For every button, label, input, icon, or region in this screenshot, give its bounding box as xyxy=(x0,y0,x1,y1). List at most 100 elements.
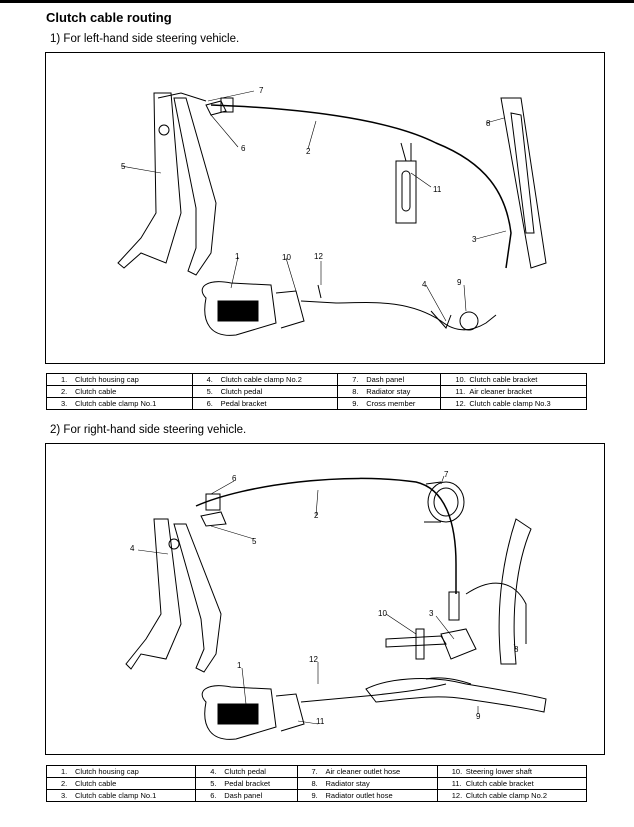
legend-label: Dash panel xyxy=(366,375,405,384)
callout-5: 5 xyxy=(252,537,257,546)
legend-label: Clutch cable clamp No.2 xyxy=(220,375,302,384)
legend-cell: 9. Cross member xyxy=(337,397,442,410)
legend-cell: 1. Clutch housing cap xyxy=(45,765,197,778)
clutch-cable-drawing xyxy=(195,477,457,594)
callout-10: 10 xyxy=(378,609,387,618)
radiator-outlet-hose-drawing xyxy=(365,678,547,713)
legend-cell: 5. Clutch pedal xyxy=(191,385,339,398)
callout-6: 6 xyxy=(241,144,246,153)
radiator-stay-drawing xyxy=(500,97,547,269)
legend-number: 8. xyxy=(311,779,318,788)
legend-number: 2. xyxy=(61,387,68,396)
legend-row: 1. Clutch housing cap 4. Clutch cable clamp… xyxy=(46,373,587,386)
legend-label: Clutch cable clamp No.2 xyxy=(465,791,548,800)
clutch-pedal-drawing xyxy=(117,92,182,269)
legend-label: Clutch housing cap xyxy=(75,767,139,776)
legend-row: 1. Clutch housing cap 4.Clutch pedal 7. Air … xyxy=(45,765,588,778)
steering-lower-shaft-drawing xyxy=(385,635,447,648)
callout-4: 4 xyxy=(130,544,135,553)
callout-4: 4 xyxy=(422,280,427,289)
legend-number: 6. xyxy=(206,399,213,408)
legend-label: Radiator stay xyxy=(325,779,370,788)
callout-2: 2 xyxy=(314,511,319,520)
legend-number: 3. xyxy=(61,791,68,800)
legend-number: 9. xyxy=(352,399,359,408)
callout-9: 9 xyxy=(476,712,481,721)
legend-table-rhd: 1. Clutch housing cap 4.Clutch pedal 7. Air … xyxy=(45,765,588,802)
callout-6: 6 xyxy=(232,474,237,483)
figure-rhd-routing: 6 7 2 5 4 10 3 8 12 1 11 9 xyxy=(45,443,605,755)
legend-number: 1. xyxy=(61,767,68,776)
legend-label: Air cleaner bracket xyxy=(469,387,532,396)
legend-cell: 12.Clutch cable clamp No.2 xyxy=(436,789,588,802)
legend-cell: 10.Clutch cable bracket xyxy=(440,373,587,386)
section2-subtitle: 2) For right-hand side steering vehicle. xyxy=(50,424,247,436)
legend-row: 3.Clutch cable clamp No.1 6. Pedal bracket… xyxy=(46,397,587,410)
page-top-rule xyxy=(0,0,634,3)
legend-label: Air cleaner outlet hose xyxy=(325,767,401,776)
legend-number: 7. xyxy=(311,767,318,776)
callout-7: 7 xyxy=(444,470,449,479)
callout-11: 11 xyxy=(316,717,325,726)
legend-number: 1. xyxy=(61,375,68,384)
callout-7: 7 xyxy=(259,86,264,95)
legend-number: 10. xyxy=(455,375,466,384)
legend-cell: 8.Radiator stay xyxy=(337,385,442,398)
legend-label: Clutch cable clamp No.1 xyxy=(75,399,157,408)
legend-cell: 11.Air cleaner bracket xyxy=(440,385,587,398)
brake-pedal-drawing xyxy=(173,97,217,276)
legend-cell: 7. Air cleaner outlet hose xyxy=(296,765,438,778)
legend-label: Pedal bracket xyxy=(220,399,267,408)
callout-5: 5 xyxy=(121,162,126,171)
legend-number: 8. xyxy=(352,387,359,396)
legend-number: 10. xyxy=(451,767,463,776)
legend-number: 5. xyxy=(206,387,213,396)
callout-11: 11 xyxy=(433,185,442,194)
callout-12: 12 xyxy=(309,655,318,664)
air-cleaner-bracket-drawing xyxy=(395,160,417,224)
legend-number: 7. xyxy=(352,375,359,384)
legend-cell: 4. Clutch cable clamp No.2 xyxy=(191,373,339,386)
legend-label: Clutch housing cap xyxy=(75,375,139,384)
figure-lhd-routing: 7 6 5 2 8 11 3 1 10 12 9 4 xyxy=(45,52,605,364)
clutch-housing-drawing xyxy=(201,685,277,740)
page-title: Clutch cable routing xyxy=(46,10,172,25)
callout-8: 8 xyxy=(486,119,491,128)
legend-cell: 2.Clutch cable xyxy=(46,385,193,398)
legend-number: 12. xyxy=(455,399,466,408)
legend-label: Clutch cable xyxy=(75,779,117,788)
clutch-pedal-drawing xyxy=(125,518,182,670)
legend-cell: 4.Clutch pedal xyxy=(195,765,298,778)
legend-label: Cross member xyxy=(366,399,416,408)
callout-9: 9 xyxy=(457,278,462,287)
legend-number: 5. xyxy=(210,779,217,788)
callout-2: 2 xyxy=(306,147,311,156)
clutch-housing-drawing xyxy=(201,281,277,336)
legend-label: Dash panel xyxy=(224,791,263,800)
callout-12: 12 xyxy=(314,252,323,261)
callout-1: 1 xyxy=(237,661,242,670)
legend-label: Clutch pedal xyxy=(224,767,266,776)
legend-cell: 6. Pedal bracket xyxy=(191,397,339,410)
legend-cell: 3.Clutch cable clamp No.1 xyxy=(45,789,197,802)
legend-row: 2.Clutch cable 5. Clutch pedal 8.Radiator s… xyxy=(46,385,587,398)
legend-cell: 3.Clutch cable clamp No.1 xyxy=(46,397,193,410)
legend-number: 2. xyxy=(61,779,68,788)
legend-cell: 7. Dash panel xyxy=(337,373,442,386)
legend-number: 11. xyxy=(455,387,466,396)
legend-label: Clutch cable bracket xyxy=(465,779,534,788)
callout-3: 3 xyxy=(429,609,434,618)
legend-label: Clutch pedal xyxy=(220,387,263,396)
clutch-cable-drawing xyxy=(210,104,512,269)
legend-cell: 2. Clutch cable xyxy=(45,777,197,790)
legend-row: 2. Clutch cable 5.Pedal bracket 8. Radiator … xyxy=(45,777,588,790)
section1-subtitle: 1) For left-hand side steering vehicle. xyxy=(50,33,240,45)
legend-number: 4. xyxy=(206,375,213,384)
callout-1: 1 xyxy=(235,252,240,261)
legend-label: Clutch cable bracket xyxy=(469,375,538,384)
legend-cell: 10.Steering lower shaft xyxy=(436,765,588,778)
legend-number: 12. xyxy=(451,791,463,800)
legend-cell: 5.Pedal bracket xyxy=(195,777,298,790)
legend-cell: 1. Clutch housing cap xyxy=(46,373,193,386)
